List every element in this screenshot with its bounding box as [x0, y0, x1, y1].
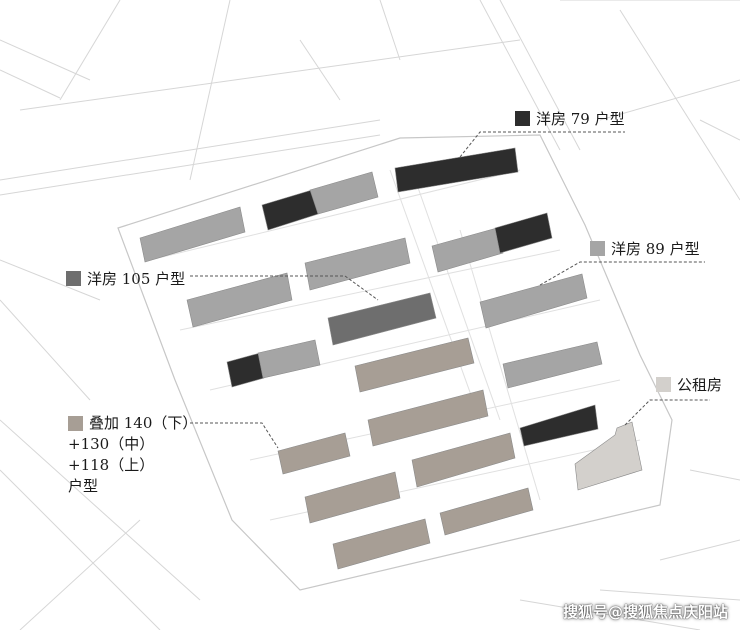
legend-villa89: 洋房 89 户型	[590, 238, 700, 259]
swatch-stacked	[68, 416, 83, 431]
building-stacked	[354, 337, 475, 393]
building-stacked	[439, 487, 534, 536]
legend-stacked: 叠加 140（下） +130（中） +118（上） 户型	[68, 413, 197, 497]
legend-villa89-label: 洋房 89 户型	[611, 240, 700, 258]
building-villa79	[494, 212, 553, 254]
building-villa89	[431, 227, 504, 273]
building-villa79	[519, 404, 599, 447]
building-rental	[574, 421, 643, 491]
swatch-rental	[656, 377, 671, 392]
legend-rental: 公租房	[656, 374, 722, 395]
building-villa89	[502, 341, 603, 389]
legend-stacked-line4: 户型	[68, 477, 99, 495]
swatch-villa79	[515, 111, 530, 126]
legend-stacked-line2: +130（中）	[68, 435, 155, 453]
building-villa89	[309, 171, 379, 215]
building-stacked	[277, 432, 351, 475]
legend-stacked-line1: 叠加 140（下）	[89, 414, 198, 432]
building-villa89	[304, 237, 411, 291]
building-stacked	[411, 432, 516, 488]
building-villa79	[394, 147, 519, 193]
legend-rental-label: 公租房	[677, 376, 723, 394]
building-villa89	[139, 206, 246, 263]
building-villa79	[226, 352, 265, 388]
building-stacked	[304, 471, 401, 524]
legend-villa79: 洋房 79 户型	[515, 108, 625, 129]
watermark: 搜狐号@搜狐焦点庆阳站	[562, 603, 728, 621]
legend-villa105: 洋房 105 户型	[66, 268, 185, 289]
site-boundary	[117, 134, 673, 591]
building-stacked	[332, 518, 431, 570]
building-villa105	[327, 292, 437, 346]
legend-villa79-label: 洋房 79 户型	[536, 110, 625, 128]
building-villa89	[186, 272, 293, 328]
legend-stacked-line3: +118（上）	[68, 456, 155, 474]
swatch-villa89	[590, 241, 605, 256]
building-villa79	[261, 189, 319, 231]
buildings	[139, 147, 643, 570]
legend-villa105-label: 洋房 105 户型	[87, 270, 186, 288]
building-stacked	[367, 389, 489, 447]
building-villa89	[257, 339, 321, 379]
leader-lines	[190, 131, 710, 449]
swatch-villa105	[66, 271, 81, 286]
building-villa89	[479, 273, 588, 329]
